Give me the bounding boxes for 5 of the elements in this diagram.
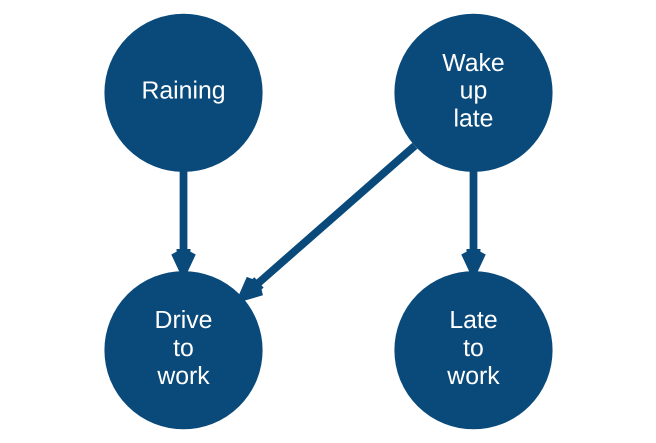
node-circle: Raining: [104, 14, 262, 172]
node-circle: Late to work: [394, 271, 552, 430]
node-circle: Drive to work: [104, 271, 262, 430]
arrow: [238, 142, 417, 302]
node-circle: Wake up late: [394, 14, 552, 172]
